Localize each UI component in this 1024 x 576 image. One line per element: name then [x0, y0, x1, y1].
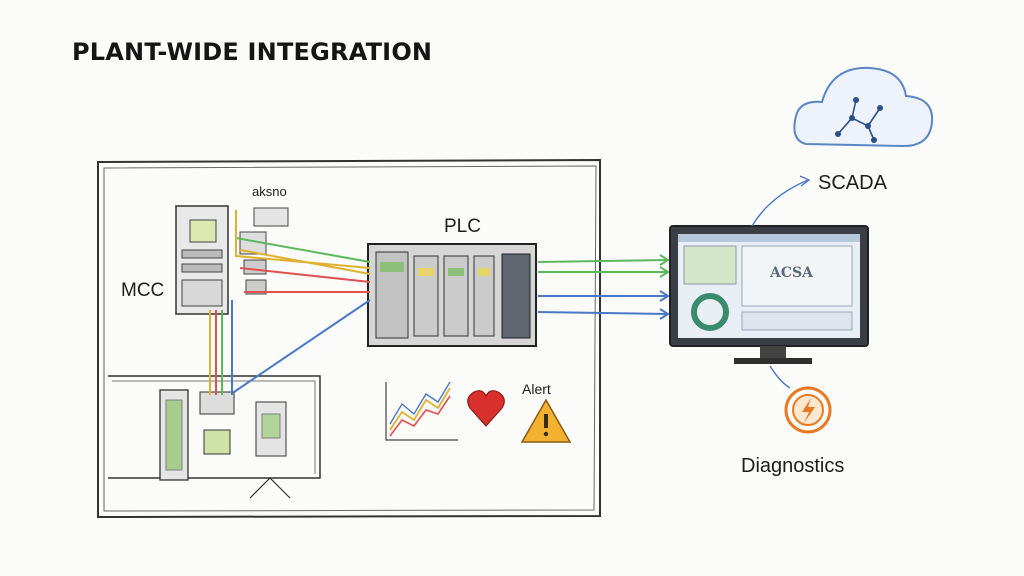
- field-devices: [159, 389, 287, 481]
- warning-icon: [520, 398, 572, 443]
- mcc-cabinet: [175, 205, 289, 315]
- heart-icon: [467, 390, 505, 427]
- scada-connection: [751, 175, 811, 227]
- alert-label: Alert: [522, 381, 551, 397]
- plant-boundary: [97, 158, 601, 519]
- plc-monitor-wires: [537, 254, 670, 320]
- top-device-label: aksno: [252, 184, 287, 199]
- monitor-icon: [669, 225, 869, 364]
- scada-label: SCADA: [818, 172, 887, 194]
- diagnostics-label: Diagnostics: [741, 455, 845, 477]
- plc-rack: [367, 243, 537, 347]
- diagnostics-icon: [769, 365, 832, 434]
- mcc-plc-wires: [209, 210, 371, 395]
- mcc-label: MCC: [121, 280, 165, 301]
- cloud-network-icon: [793, 66, 934, 148]
- plc-label: PLC: [444, 216, 481, 237]
- trend-chart-icon: [385, 381, 458, 441]
- page-title: PLANT-WIDE INTEGRATION: [72, 38, 433, 66]
- monitor-screen-text: ACSA: [770, 265, 813, 281]
